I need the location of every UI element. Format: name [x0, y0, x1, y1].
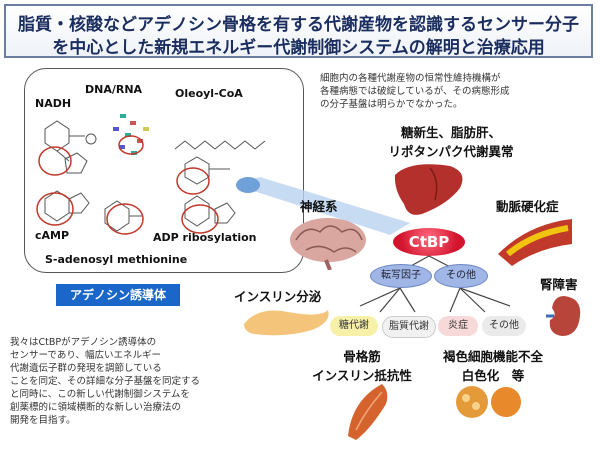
dna-rna-label: DNA/RNA [85, 83, 143, 96]
sam-sketch [104, 200, 143, 232]
dna-sketch [113, 114, 149, 155]
pill-inflammation: 炎症 [438, 316, 478, 336]
adipocyte-icon [456, 386, 521, 418]
top-note: 細胞内の各種代謝産物の恒常性維持機構が 各種病態では破綻しているが、その病態形成… [320, 72, 590, 111]
transcription-factor-node: 転写因子 [370, 264, 432, 288]
bottom-note-line-3: 代謝遺伝子群の発現を調節している [10, 363, 162, 374]
adp-sketch [184, 195, 236, 227]
camp-label: cAMP [35, 229, 70, 242]
muscle-icon [348, 384, 388, 440]
bottom-note-line-4: ことを同定、その詳細な分子基盤を同定する [10, 376, 201, 387]
brown-fat-label: 褐色細胞機能不全 白色化 等 [422, 346, 564, 384]
pill-glucose-metabolism: 糖代謝 [330, 316, 378, 336]
bottom-note-line-2: センサーであり、幅広いエネルギー [10, 350, 161, 361]
molecule-drawings [36, 114, 266, 235]
adenosine-derivative-label: アデノシン誘導体 [56, 284, 180, 306]
brain-icon [290, 218, 366, 270]
pill-lipid-metabolism: 脂質代謝 [382, 316, 436, 338]
skeletal-muscle-label: 骨格筋 インスリン抵抗性 [306, 346, 418, 384]
kidney-disease-label: 腎障害 [540, 277, 578, 292]
nadh-label: NADH [35, 97, 72, 110]
adp-ribosylation-label: ADP ribosylation [153, 231, 257, 244]
top-note-line-3: の分子基盤は明らかでなかった。 [320, 99, 463, 110]
liver-label-line-1: 糖新生、脂肪肝、 [400, 125, 501, 140]
molecule-panel: NADH DNA/RNA Oleoyl-CoA cAMP ADP ribosyl… [24, 68, 304, 273]
sensor-beam [235, 177, 410, 235]
sam-label: S-adenosyl methionine [45, 253, 188, 266]
bottom-note-line-1: 我々はCtBPがアデノシン誘導体の [10, 337, 157, 348]
skeletal-line-1: 骨格筋 [343, 349, 381, 364]
pathway-connectors [359, 255, 511, 313]
camp-sketch [44, 190, 90, 222]
title-line-1: 脂質・核酸などアデノシン骨格を有する代謝産物を認識するセンサー分子 [18, 15, 579, 35]
pill-other: その他 [482, 316, 526, 336]
title-line-2: を中心とした新規エネルギー代謝制御システムの解明と治療応用 [52, 38, 545, 58]
bottom-note-line-6: 創薬標的に領域横断的な新しい治療法の [10, 402, 182, 413]
liver-label-line-2: リポタンパク代謝異常 [388, 144, 514, 159]
nadh-highlight [38, 146, 72, 176]
brown-fat-line-2: 白色化 等 [461, 368, 525, 383]
nervous-system-label: 神経系 [300, 199, 338, 214]
pancreas-icon [244, 310, 329, 336]
title-banner: 脂質・核酸などアデノシン骨格を有する代謝産物を認識するセンサー分子 を中心とした… [4, 4, 593, 58]
other-node: その他 [434, 264, 488, 288]
top-note-line-1: 細胞内の各種代謝産物の恒常性維持機構が [320, 73, 501, 84]
artery-icon [498, 219, 572, 266]
bottom-note: 我々はCtBPがアデノシン誘導体の センサーであり、幅広いエネルギー 代謝遺伝子… [10, 336, 272, 427]
bottom-note-line-7: 開発を目指す。 [10, 415, 76, 426]
liver-label: 糖新生、脂肪肝、 リポタンパク代謝異常 [366, 122, 536, 160]
oleoyl-coa-label: Oleoyl-CoA [175, 87, 243, 100]
top-note-line-2: 各種病態では破綻しているが、その病態形成 [320, 86, 510, 97]
ctbp-node: CtBP [393, 228, 465, 256]
liver-icon [394, 164, 463, 215]
kidney-icon [546, 296, 581, 336]
brown-fat-line-1: 褐色細胞機能不全 [442, 349, 543, 364]
insulin-secretion-label: インスリン分泌 [234, 289, 322, 304]
arteriosclerosis-label: 動脈硬化症 [496, 199, 559, 214]
skeletal-line-2: インスリン抵抗性 [312, 368, 412, 383]
bottom-note-line-5: と同時に、この新しい代謝制御システムを [10, 389, 190, 400]
